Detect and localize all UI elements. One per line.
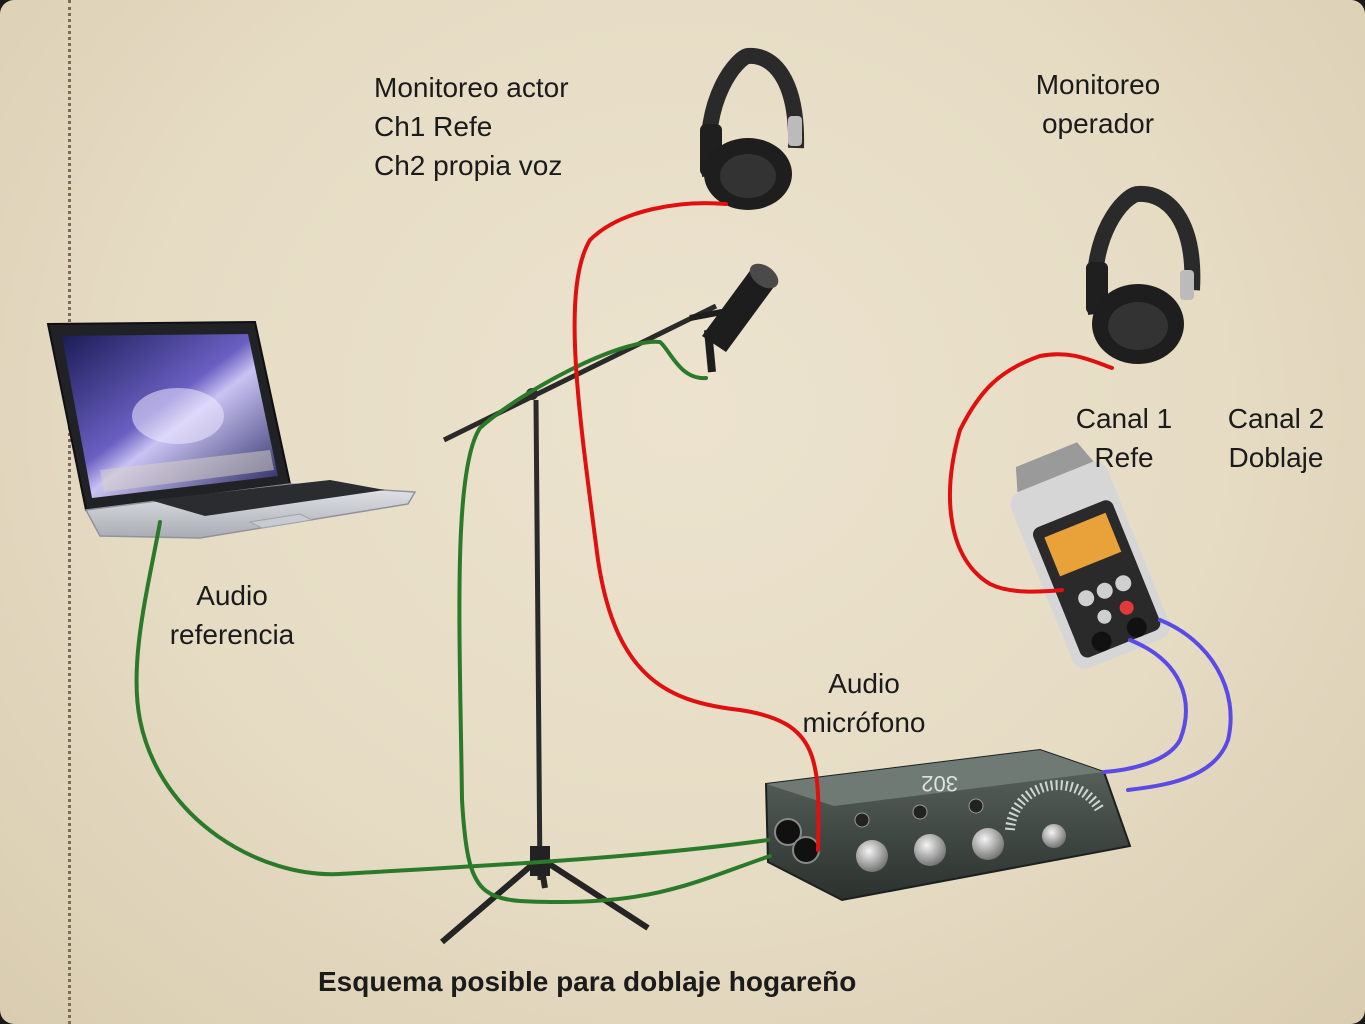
- cable-monitoreo-actor: [572, 201, 821, 852]
- dotted-margin-line: [68, 0, 71, 1024]
- laptop: [46, 320, 417, 539]
- label-audio-referencia: Audio referencia: [150, 576, 314, 654]
- label-monitoreo-actor-line3: Ch2 propia voz: [374, 150, 563, 181]
- cable-recorder-ch1: [1102, 638, 1188, 774]
- label-audio-microfono-line2: micrófono: [802, 707, 926, 738]
- portable-recorder: [1010, 442, 1170, 669]
- microphone: [689, 263, 779, 373]
- label-canal-2-line1: Canal 2: [1227, 403, 1325, 434]
- label-monitoreo-operador-line1: Monitoreo: [1035, 69, 1161, 100]
- cables: [134, 201, 1233, 905]
- diagram-title: Esquema posible para doblaje hogareño: [318, 966, 857, 997]
- label-monitoreo-actor-line2: Ch1 Refe: [374, 111, 493, 142]
- label-audio-microfono: Audio micrófono: [784, 664, 944, 742]
- cable-monitoreo-operador: [948, 352, 1114, 594]
- cable-audio-microfono: [457, 339, 772, 905]
- label-monitoreo-operador-line2: operador: [1041, 108, 1155, 139]
- label-monitoreo-actor: Monitoreo actor Ch1 Refe Ch2 propia voz: [374, 68, 569, 185]
- mixer-model-label: 302: [921, 771, 958, 796]
- label-canal-1-line1: Canal 1: [1075, 403, 1173, 434]
- label-canal-1-line2: Refe: [1094, 442, 1154, 473]
- label-audio-microfono-line1: Audio: [828, 668, 900, 699]
- audio-mixer: 302: [764, 748, 1132, 902]
- label-audio-referencia-line1: Audio: [196, 580, 268, 611]
- label-audio-referencia-line2: referencia: [169, 619, 295, 650]
- label-canal-1: Canal 1 Refe: [1060, 399, 1188, 477]
- label-monitoreo-operador: Monitoreo operador: [1010, 65, 1186, 143]
- headphones-operator: [1086, 185, 1201, 364]
- cable-recorder-ch2: [1126, 618, 1233, 792]
- label-monitoreo-actor-line1: Monitoreo actor: [374, 72, 569, 103]
- label-canal-2: Canal 2 Doblaje: [1212, 399, 1340, 477]
- headphones-actor: [700, 47, 805, 210]
- cable-audio-referencia: [134, 520, 770, 877]
- label-canal-2-line2: Doblaje: [1228, 442, 1324, 473]
